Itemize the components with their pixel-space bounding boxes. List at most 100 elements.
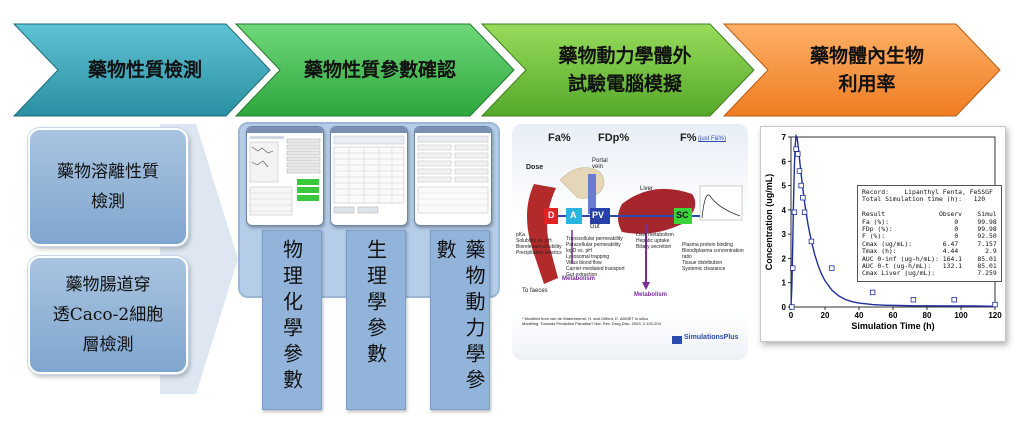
observed-data-point — [910, 297, 917, 303]
node-sc — [674, 208, 692, 224]
left-list-item: Precipitation kinetics — [516, 250, 562, 256]
mid-list-item: Carrier-mediated transport — [566, 266, 625, 272]
left-list-item: Biorelevant solubility — [516, 244, 562, 250]
label-f: F% — [680, 132, 697, 144]
step-1-text: 藥物性質檢測 — [87, 59, 202, 81]
observed-data-point — [791, 209, 798, 215]
dissolution-line-2: 檢測 — [91, 192, 125, 212]
process-chevrons — [12, 23, 1001, 117]
node-a — [566, 208, 582, 224]
x-tick-label: 20 — [821, 311, 830, 320]
y-tick-label: 7 — [782, 133, 787, 142]
observed-data-point — [795, 151, 801, 157]
caco2-test-box: 藥物腸道穿 透Caco-2細胞 層檢測 — [28, 256, 188, 374]
right-list-item: Plasma protein binding — [682, 242, 733, 248]
liver-list-item: Liver metabolism — [636, 232, 674, 238]
observed-data-point — [829, 265, 835, 271]
step-2-text: 藥物性質參數確認 — [303, 59, 456, 81]
x-tick-label: 80 — [923, 311, 932, 320]
liver-list-item: Hepatic uptake — [636, 238, 670, 244]
y-tick-label: 2 — [782, 254, 787, 263]
step-3-line-1: 藥物動力學體外 — [558, 45, 692, 67]
caco2-line-2: 透Caco-2細胞 — [52, 305, 164, 325]
observed-data-point — [808, 238, 815, 245]
step-3-chevron — [480, 23, 755, 117]
y-tick-label: 3 — [782, 230, 787, 239]
label-liver: Liver — [640, 186, 654, 192]
y-tick-label: 4 — [782, 206, 787, 215]
y-tick-label: 1 — [782, 279, 787, 288]
step-3-label: 藥物動力學體外 試驗電腦模擬 — [530, 38, 720, 102]
observed-data-point — [801, 209, 808, 215]
y-tick-label: 5 — [782, 182, 787, 191]
node-d-label: D — [548, 210, 555, 220]
liver-list-item: Biliary secretion — [636, 244, 672, 250]
left-list-item: pKa — [516, 232, 525, 238]
distribution-property-list: Plasma protein binding Blood/plasma conc… — [682, 242, 748, 272]
simulation-result-table: Record: Lipanthyl Fenta, FeSSGF Total Si… — [857, 185, 1002, 282]
physiology-params-column: 生理學參數 — [346, 230, 406, 410]
mid-list-item: Gut extraction — [566, 272, 598, 278]
thumbnail-physchem-screen — [246, 126, 324, 226]
physchem-property-list: pKa Solubility vs. pH Biorelevant solubi… — [516, 232, 570, 256]
observed-data-point — [793, 146, 799, 152]
observed-data-point — [798, 182, 804, 189]
mid-list-item: Villus blood flow — [566, 260, 602, 266]
dissolution-line-1: 藥物溶離性質 — [57, 162, 159, 182]
caco2-line-3: 層檢測 — [82, 335, 134, 355]
label-gut: Gut — [590, 224, 600, 230]
liver-property-list: Liver metabolism Hepatic uptake Biliary … — [636, 232, 686, 250]
observed-data-point — [789, 265, 796, 271]
node-pv — [590, 208, 610, 224]
node-pv-label: PV — [592, 210, 605, 220]
observed-data-point — [800, 195, 806, 201]
x-axis-label: Simulation Time (h) — [851, 321, 934, 331]
simulationsplus-logo-icon — [672, 336, 682, 344]
y-tick-label: 0 — [782, 303, 787, 312]
observed-data-point — [992, 301, 998, 308]
step-4-chevron — [722, 23, 1001, 117]
right-list-item: Systemic clearance — [682, 266, 726, 272]
x-tick-label: 0 — [789, 311, 794, 320]
x-tick-label: 120 — [988, 311, 1002, 320]
step-1-label: 藥物性質檢測 — [60, 40, 230, 100]
mid-list-item: logD vs. pH — [566, 248, 592, 254]
observed-data-point — [951, 297, 957, 303]
inset-plot-curve — [701, 194, 741, 219]
node-d — [544, 208, 558, 224]
pk-model-diagram: Fa% FDp% F% (just F&%) Dose Portal vein … — [512, 124, 748, 360]
mid-list-item: Transcellular permeability — [566, 236, 623, 242]
metabolism-arrow-head — [642, 282, 650, 290]
simulationsplus-logo-text: SimulationsPlus — [684, 334, 739, 341]
label-liver-metabolism: Metabolism — [634, 292, 668, 298]
right-list-item: Tissue distribution — [682, 260, 723, 266]
label-portal-vein: Portal vein — [592, 158, 608, 170]
caco2-line-1: 藥物腸道穿 — [65, 275, 151, 295]
label-dose: Dose — [526, 164, 544, 171]
step-4-line-1: 藥物體內生物 — [809, 45, 924, 67]
observed-data-point — [796, 168, 803, 174]
inset-plot-frame — [699, 185, 743, 221]
y-axis-label: Concentration (ug/mL) — [764, 174, 774, 271]
physicochemical-params-column: 物理化學參數 — [262, 230, 322, 410]
gut-villi-shape — [559, 167, 605, 199]
reference-footnote: * Modified from van de Waterbeemd, H. an… — [522, 316, 661, 326]
mid-list-item: Paracellular permeability — [566, 242, 621, 248]
step-2-label: 藥物性質參數確認 — [282, 40, 478, 100]
x-tick-label: 100 — [954, 311, 968, 320]
simulated-concentration-line — [790, 133, 996, 308]
thumbnail-physiology-screen — [330, 126, 408, 226]
x-tick-label: 60 — [889, 311, 898, 320]
label-fa: Fa% — [548, 132, 571, 144]
mid-list-item: Lysosomal trapping — [566, 254, 610, 260]
dissolution-test-box: 藥物溶離性質 檢測 — [28, 128, 188, 246]
step-2-chevron — [234, 23, 515, 117]
label-to-faeces: To faeces — [522, 288, 548, 294]
physiology-params-label: 生理學參數 — [363, 239, 388, 369]
observed-data-point — [869, 289, 876, 296]
portal-vein-shape — [588, 174, 596, 214]
left-list-item: Solubility vs. pH — [516, 238, 552, 244]
step-1-chevron — [12, 23, 271, 117]
